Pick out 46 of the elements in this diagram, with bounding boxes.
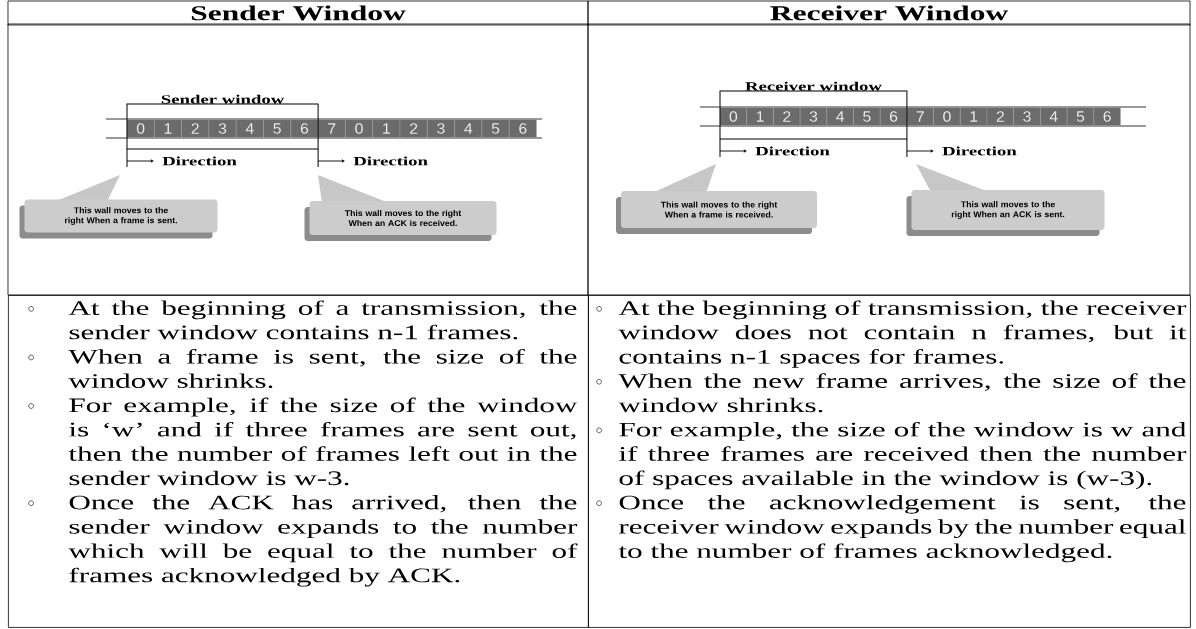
frame-cell: 1 [960,107,988,126]
node-label: Sender window [161,94,285,104]
frame-cell: 5 [853,107,881,126]
frame-cell: 5 [1066,107,1094,126]
frame-cell: 3 [1013,107,1041,126]
direction-label: Direction [162,156,237,166]
diagram-panel [7,23,589,296]
callout-bubble: This wall moves to the right When an ACK is sent. [906,164,1105,236]
frame-cell: 6 [880,107,908,126]
frame-cell: 3 [208,119,237,138]
frame-cell: 7 [317,119,346,138]
diagram-panel [587,23,1191,296]
direction-label: Direction [353,156,428,166]
frame-cell: 3 [427,119,455,138]
text-cell: At the beginning of a transmission, the sender window contains n-1 frames. When a frame is sent, the size of the window shrinks. For example, if the size of the window is ‘w’ and if three frames are sent out, then the number of frames left out in the sender window is w-3. Once the ACK has arrived, then the sender window expands to the number which will be equal to the number of frames acknowledged by ACK. [8,295,589,628]
frame-cell: 0 [933,107,961,126]
callout-bubble: This wall moves to the right When a frame is received. [616,164,817,234]
frame-cell: 6 [509,119,537,138]
frame-cell: 2 [986,107,1014,126]
frame-cell: 1 [746,107,774,126]
frame-cell: 7 [906,107,934,126]
callout-bubble: This wall moves to the right When an ACK is received. [304,175,497,241]
direction-label: Direction [755,146,830,156]
frame-cell: 5 [481,119,510,138]
frame-cell: 0 [719,107,747,126]
frame-cell: 1 [372,119,401,138]
frame-cell: 6 [290,119,319,138]
frame-cell: 0 [126,119,155,138]
frame-cell: 2 [773,107,801,126]
frame-cell: 2 [181,119,210,138]
frame-cell: 2 [399,119,428,138]
header-cell: Sender Window [7,0,589,26]
frame-cell: 4 [826,107,854,126]
frame-cell: 4 [454,119,483,138]
text-cell: At the beginning of transmission, the receiver window does not contain n frames, but it contains n-1 spaces for frames. When the new frame arrives, the size of the window shrinks. For example, the size of the window is w and if three frames are received then the number of spaces available in the window is (w-3). Once the acknowledgement is sent, the receiver window expands by the number equal to the number of frames acknowledged. [588,295,1191,628]
frame-cell: 0 [345,119,373,138]
frame-cell: 3 [799,107,827,126]
frame-cell: 6 [1093,107,1121,126]
node-label: Receiver window [745,81,882,91]
frame-cell: 4 [1040,107,1068,126]
direction-label: Direction [942,146,1017,156]
frame-cell: 5 [263,119,291,138]
header-cell: Receiver Window [587,0,1191,26]
frame-cell: 4 [236,119,264,138]
frame-cell: 1 [154,119,182,138]
callout-bubble: This wall moves to the right When a frame is sent. [19,175,218,239]
